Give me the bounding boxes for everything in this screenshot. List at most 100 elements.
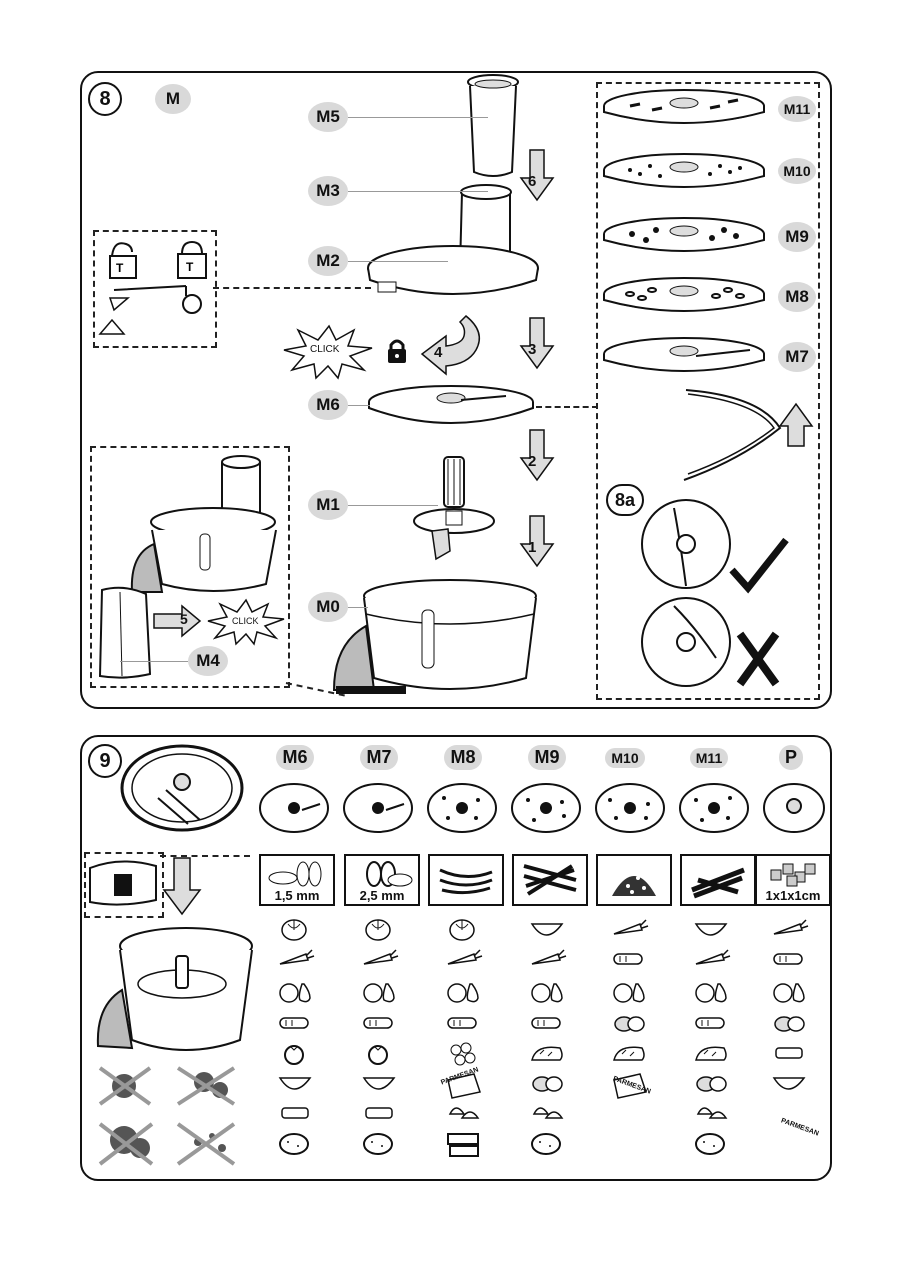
leader-m0 bbox=[348, 607, 368, 608]
assembled-inset bbox=[90, 446, 290, 688]
col-header-m9: M9 bbox=[522, 745, 572, 770]
leader-m1 bbox=[348, 505, 438, 506]
cut-result-m8 bbox=[428, 854, 504, 906]
step-8-number: 8 bbox=[88, 82, 122, 116]
arrow-right-5 bbox=[153, 604, 202, 638]
cut-result-m6: 1,5 mm bbox=[259, 854, 335, 906]
apple-pear-icon bbox=[363, 983, 395, 1003]
click-burst-icon-2 bbox=[207, 598, 285, 646]
shaft-m1 bbox=[413, 456, 495, 561]
apple-pear-icon bbox=[695, 983, 727, 1003]
disc-options-inset bbox=[596, 82, 820, 700]
disc-m6 bbox=[368, 385, 534, 424]
apple-pear-icon bbox=[613, 983, 645, 1003]
label-m6: M6 bbox=[308, 390, 348, 420]
apple-pear-icon bbox=[447, 983, 479, 1003]
zucchini-icon bbox=[695, 1017, 725, 1029]
zucchini-icon bbox=[279, 1017, 309, 1029]
bread-icon bbox=[695, 1046, 727, 1061]
carrot-icon bbox=[279, 949, 315, 965]
disc-m11 bbox=[603, 89, 765, 124]
step-9-number: 9 bbox=[88, 744, 122, 778]
zucchini-icon bbox=[531, 1017, 561, 1029]
mushrooms-icon bbox=[532, 1107, 564, 1119]
thin-slices-icon bbox=[268, 861, 322, 887]
chocolate-icon bbox=[447, 1133, 479, 1157]
cut-result-m11 bbox=[680, 854, 756, 906]
disc-edge-closeup bbox=[683, 389, 814, 481]
sausage-icon bbox=[775, 1047, 803, 1059]
label-m8: M8 bbox=[778, 282, 816, 312]
bread-icon bbox=[613, 1046, 645, 1061]
leader-m3 bbox=[348, 191, 488, 192]
cut-size-m6: 1,5 mm bbox=[274, 888, 320, 903]
carrot-icon bbox=[695, 949, 731, 965]
grated-pile-icon bbox=[612, 876, 656, 896]
wrong-disc-icon bbox=[641, 597, 780, 687]
step-8a-number: 8a bbox=[606, 484, 644, 516]
cut-result-m10 bbox=[596, 854, 672, 906]
disc-in-lid-icon bbox=[120, 744, 244, 832]
tomato-icon bbox=[284, 1045, 304, 1065]
arrow-4-number: 4 bbox=[434, 344, 443, 361]
col-header-m10: M10 bbox=[600, 748, 650, 768]
cheese-icon bbox=[613, 1073, 647, 1099]
label-m7: M7 bbox=[778, 342, 816, 372]
leader-m4 bbox=[120, 661, 188, 662]
disc-row-icons bbox=[259, 783, 825, 833]
mushrooms-icon bbox=[696, 1107, 728, 1119]
apple-pear-icon bbox=[773, 983, 805, 1003]
svg-text:T: T bbox=[186, 260, 194, 274]
potato-icon bbox=[531, 1133, 561, 1155]
coarse-shreds-icon bbox=[523, 864, 577, 896]
fine-shreds-icon bbox=[439, 868, 493, 895]
svg-text:T: T bbox=[116, 261, 124, 275]
cut-size-p: 1x1x1cm bbox=[765, 888, 821, 903]
cut-result-p: 1x1x1cm bbox=[755, 854, 831, 906]
leader-m6 bbox=[348, 405, 370, 406]
carrot-icon bbox=[773, 919, 809, 935]
arrow-down-3 bbox=[519, 317, 555, 370]
potato-icon bbox=[279, 1133, 309, 1155]
lid-m2-tube-m3 bbox=[367, 184, 539, 295]
label-m1: M1 bbox=[308, 490, 348, 520]
apple-pear-icon bbox=[531, 983, 563, 1003]
lock-detail-icon bbox=[89, 860, 157, 906]
arrow-2-number: 2 bbox=[528, 453, 537, 470]
correct-disc-icon bbox=[641, 499, 789, 594]
lock-unlock-icon: T T bbox=[98, 240, 207, 335]
bread-icon bbox=[531, 1046, 563, 1061]
leader-m5 bbox=[348, 117, 488, 118]
arrow-down-6 bbox=[519, 149, 555, 202]
tomato-icon bbox=[368, 1045, 388, 1065]
zucchini-icon bbox=[613, 953, 643, 965]
potatoes-icon bbox=[614, 1016, 645, 1032]
potato-icon bbox=[363, 1133, 393, 1155]
arrow-3-number: 3 bbox=[528, 341, 537, 358]
rotate-arrow-4 bbox=[420, 314, 481, 376]
nuts-icon bbox=[450, 1042, 476, 1066]
sausage-icon bbox=[281, 1107, 309, 1119]
onion-icon bbox=[365, 919, 391, 941]
leader-m2 bbox=[348, 261, 448, 262]
inset-connector bbox=[213, 287, 371, 289]
disc-m7 bbox=[603, 337, 765, 372]
label-m10: M10 bbox=[778, 158, 816, 184]
carrot-icon bbox=[363, 949, 399, 965]
dice-cubes-icon bbox=[770, 863, 816, 887]
melon-icon bbox=[772, 1077, 806, 1090]
disc-m9 bbox=[603, 217, 765, 252]
bowl-with-shaft-icon bbox=[96, 927, 253, 1051]
disc-m8 bbox=[603, 277, 765, 312]
potatoes-icon bbox=[774, 1016, 805, 1032]
julienne-icon bbox=[691, 867, 745, 899]
onion-icon bbox=[281, 919, 307, 941]
lock-icon bbox=[388, 339, 406, 363]
arrow-down-1 bbox=[519, 515, 555, 568]
arrow-down-2 bbox=[519, 429, 555, 482]
col-header-m7: M7 bbox=[354, 745, 404, 770]
accessory-m4 bbox=[98, 586, 152, 679]
cut-size-m7: 2,5 mm bbox=[359, 888, 405, 903]
potato-icon bbox=[695, 1133, 725, 1155]
label-m2: M2 bbox=[308, 246, 348, 276]
